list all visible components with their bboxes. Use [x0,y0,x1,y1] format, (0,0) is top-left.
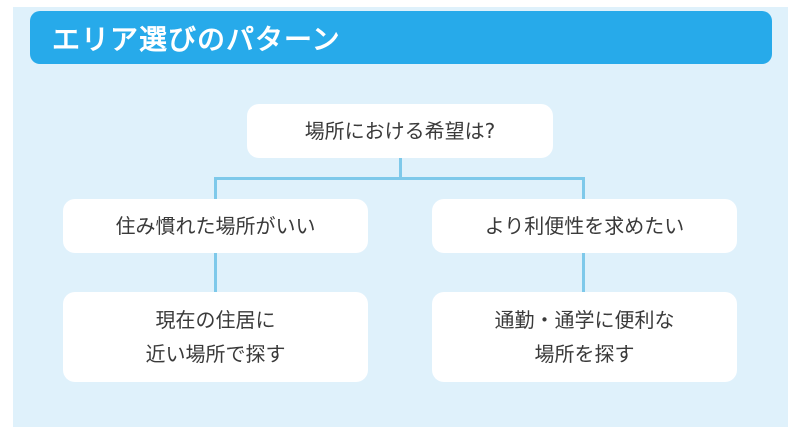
connector-right-lower [582,253,585,292]
banner-title: エリア選びのパターン [52,22,341,56]
branch-label-right: より利便性を求めたい [484,214,685,238]
branch-box-right: より利便性を求めたい [432,199,737,253]
connector-horizontal [214,177,585,180]
connector-root-stem [399,157,402,179]
root-question-box: 場所における希望は? [247,104,553,158]
connector-left-drop [214,177,217,199]
title-banner: エリア選びのパターン [30,11,772,64]
root-question-label: 場所における希望は? [304,119,496,143]
result-right-line-2: 場所を探す [534,342,635,366]
result-box-right: 通勤・通学に便利な 場所を探す [432,292,737,382]
branch-box-left: 住み慣れた場所がいい [63,199,368,253]
branch-label-left: 住み慣れた場所がいい [115,214,316,238]
connector-right-drop [582,177,585,199]
result-box-left: 現在の住居に 近い場所で探す [63,292,368,382]
result-right-line-1: 通勤・通学に便利な [494,308,675,332]
connector-left-lower [214,253,217,292]
result-left-line-2: 近い場所で探す [145,342,286,366]
result-left-line-1: 現在の住居に [155,308,276,332]
